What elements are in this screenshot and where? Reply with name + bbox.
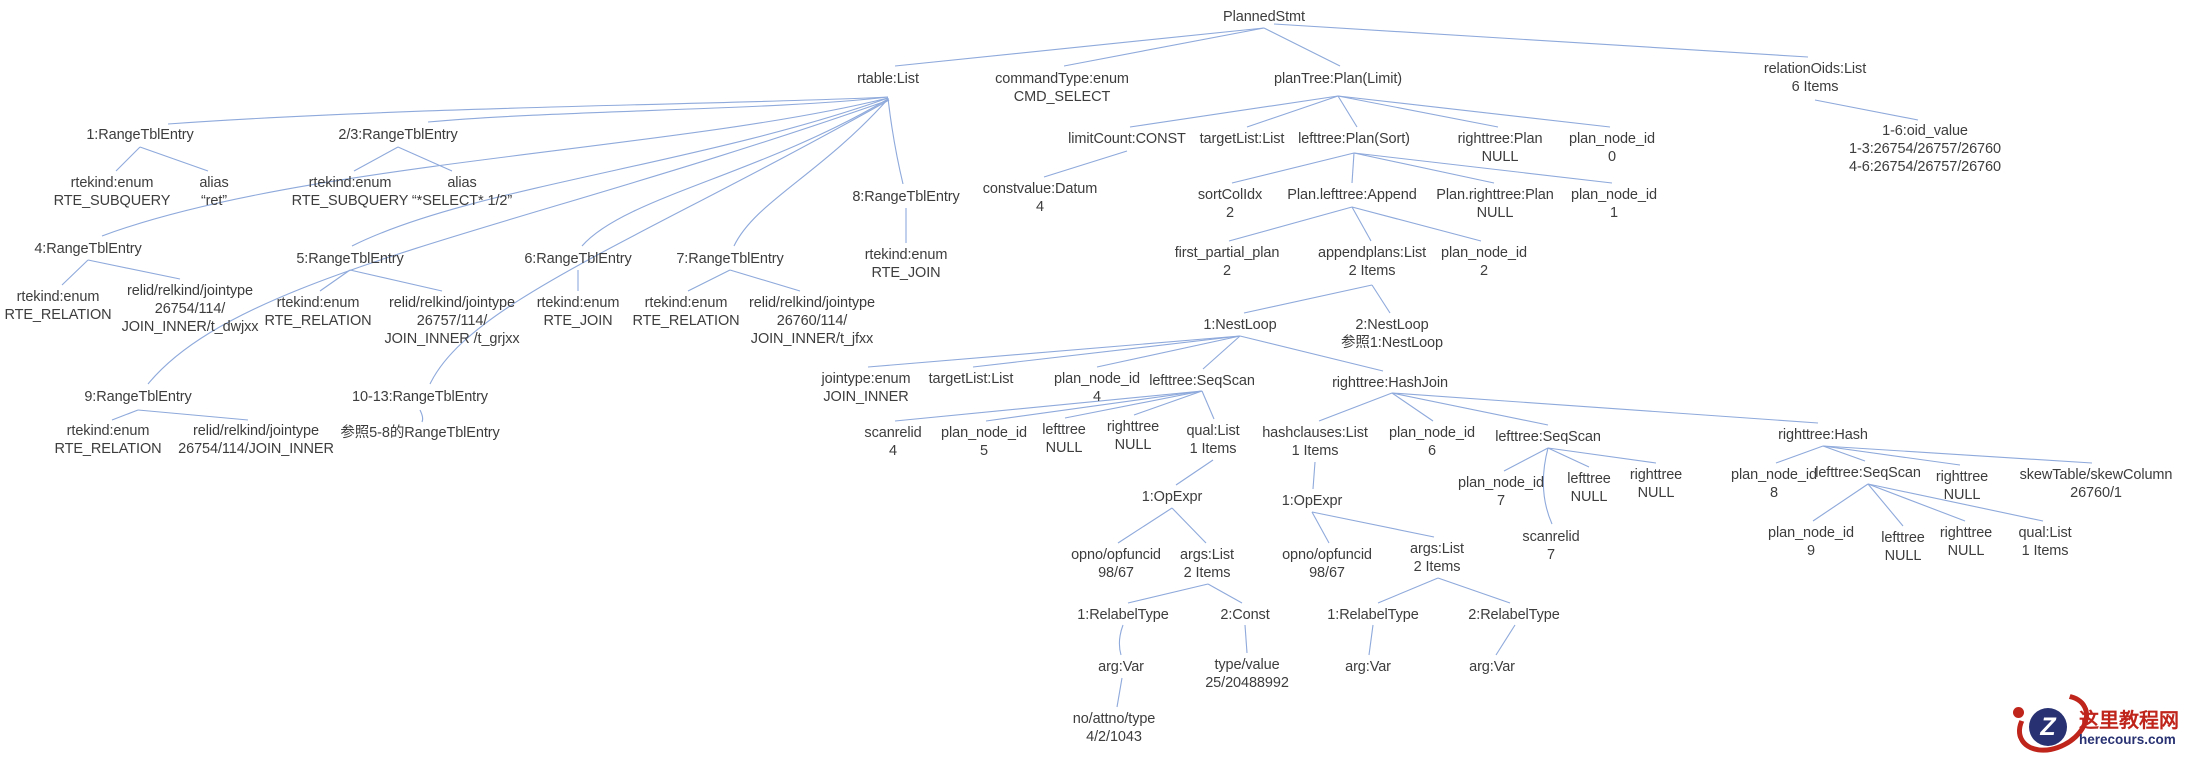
tree-node-const2: 2:Const <box>1220 607 1270 623</box>
tree-node-nestloop1: 1:NestLoop <box>1203 317 1277 333</box>
tree-node-nl-targetlist: targetList:List <box>928 371 1014 387</box>
tree-node-hj-lefttree-seqscan: lefttree:SeqScan <box>1495 429 1601 445</box>
watermark-site-url: herecours.com <box>2079 732 2176 747</box>
tree-node-plantree-limit: planTree:Plan(Limit) <box>1273 71 1403 87</box>
watermark-logo-icon: Z <box>2029 708 2067 746</box>
tree-node-rte10-13: 10-13:RangeTblEntry <box>352 389 488 405</box>
tree-node-lefttree-append: Plan.lefttree:Append <box>1287 187 1417 203</box>
tree-node-rte9: 9:RangeTblEntry <box>84 389 192 405</box>
tree-node-plannedstmt: PlannedStmt <box>1223 9 1305 25</box>
tree-node-rte1-alias: alias“ret” <box>199 175 229 209</box>
tree-node-rte1: 1:RangeTblEntry <box>86 127 194 143</box>
tree-node-rte8: 8:RangeTblEntry <box>852 189 960 205</box>
tree-node-rte10-13-note: 参照5-8的RangeTblEntry <box>340 425 500 441</box>
tree-node-rtable: rtable:List <box>857 71 919 87</box>
tree-node-argvar1: arg:Var <box>1098 659 1144 675</box>
tree-node-rte7: 7:RangeTblEntry <box>676 251 784 267</box>
tree-node-rte5: 5:RangeTblEntry <box>296 251 404 267</box>
watermark-logo-letter: Z <box>2040 712 2056 741</box>
tree-node-argvar2: arg:Var <box>1345 659 1391 675</box>
tree-node-relabeltype2: 1:RelabelType <box>1327 607 1419 623</box>
tree-node-lefttree-sort: lefttree:Plan(Sort) <box>1298 131 1410 147</box>
watermark-swoosh-ball <box>2013 707 2024 718</box>
tree-node-rte4: 4:RangeTblEntry <box>34 241 142 257</box>
tree-node-rte2-3: 2/3:RangeTblEntry <box>338 127 458 143</box>
tree-node-relabeltype1: 1:RelabelType <box>1077 607 1169 623</box>
tree-node-rte2-3-alias: alias“*SELECT* 1/2” <box>411 175 513 209</box>
tree-node-nl-righttree-hashjoin: righttree:HashJoin <box>1332 375 1448 391</box>
site-watermark: Z 这里教程网 herecours.com <box>2006 681 2183 760</box>
tree-node-opexpr1: 1:OpExpr <box>1141 489 1203 505</box>
tree-node-opexpr2: 1:OpExpr <box>1281 493 1343 509</box>
tree-node-nl-lefttree-seqscan: lefttree:SeqScan <box>1149 373 1255 389</box>
tree-node-relabeltype3: 2:RelabelType <box>1468 607 1560 623</box>
watermark-site-name: 这里教程网 <box>2079 710 2179 732</box>
tree-node-limit-targetlist: targetList:List <box>1199 131 1285 147</box>
tree-node-hash-lefttree-seqscan: lefttree:SeqScan <box>1815 465 1921 481</box>
tree-node-limitcount: limitCount:CONST <box>1068 131 1186 147</box>
watermark-text: 这里教程网 herecours.com <box>2079 710 2179 748</box>
tree-node-rte6: 6:RangeTblEntry <box>524 251 632 267</box>
tree-node-argvar3: arg:Var <box>1469 659 1515 675</box>
tree-node-hj-righttree-hash: righttree:Hash <box>1778 427 1868 443</box>
